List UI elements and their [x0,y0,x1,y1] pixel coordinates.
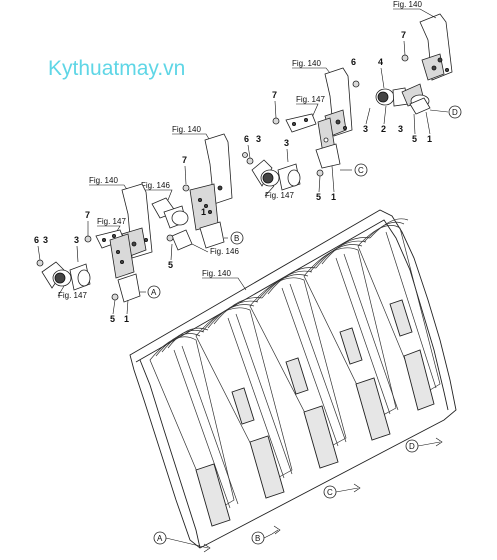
part-num-a-3a: 3 [43,235,48,245]
fig-ref-group-b: Fig. 140 [172,125,201,134]
clamp-b [199,221,225,249]
part-num-d-7: 7 [401,30,406,40]
fig-ref-146-lower: Fig. 146 [210,247,239,256]
fig-ref-upper-mid: Fig. 140 [292,59,321,68]
svg-text:C: C [358,166,364,175]
part-num-d-5: 5 [412,134,417,144]
part-num-d-4: 4 [378,57,383,67]
grate-panels [149,218,441,513]
assembly-group-b: Fig. 140 7 Fig. 146 B 5 [141,125,248,270]
callout-b-group [230,231,244,245]
bearing-housing-a [41,261,91,291]
bracket-plate-d [419,13,453,81]
part-num-a-3b: 3 [74,235,79,245]
assembly-group-c-upper: Fig. 140 7 Fig. 147 5 1 C [272,59,368,202]
main-concave-frame: Fig. 140 [129,209,457,553]
rail-a [109,233,135,279]
part-num-d-2: 2 [381,124,386,134]
part-num-d-3a: 3 [363,124,368,134]
part-num-a-7: 7 [85,210,90,220]
svg-text:B: B [234,234,239,243]
part-num-a-6: 6 [34,235,39,245]
clamp-a [117,273,141,303]
svg-text:B: B [255,534,260,543]
part-num-b-1: 1 [201,207,206,217]
part-num-d-3b: 3 [398,124,403,134]
fig-ref-147-c-lower: Fig. 147 [265,191,294,200]
pivot-bracket-b [166,229,193,251]
bolt-d-6 [352,80,360,88]
clamp-c [315,143,341,169]
callout-c-group [354,163,368,177]
svg-text:C: C [327,488,333,497]
fig-ref-main-frame: Fig. 140 [202,269,231,278]
svg-text:A: A [151,288,157,297]
part-num-d-1: 1 [427,134,432,144]
callout-d-group [448,105,462,119]
svg-text:D: D [452,108,458,117]
callout-a-group [147,285,161,299]
assembly-group-c-lower: 6 3 3 Fig. 147 [244,134,301,200]
assembly-group-d: Fig. 140 7 6 4 3 2 3 5 1 D [351,0,462,144]
lower-slats [195,299,435,527]
svg-text:A: A [157,534,163,543]
bearing-housing-c [251,159,301,191]
bearing-housing-d [375,83,431,115]
part-num-a-1: 1 [124,314,129,324]
part-num-d-6: 6 [351,57,356,67]
svg-text:D: D [409,442,415,451]
part-num-c-3b: 3 [284,138,289,148]
assembly-group-a: Fig. 140 7 Fig. 147 6 3 3 [34,176,161,324]
bracket-plate-b [204,133,248,205]
fig-ref-group-a: Fig. 140 [89,176,118,185]
part-num-c-5: 5 [316,192,321,202]
part-num-c-1: 1 [331,192,336,202]
rail-b [189,183,219,231]
part-num-b-5: 5 [168,260,173,270]
part-num-c-3a: 3 [256,134,261,144]
fig-ref-146-upper: Fig. 146 [141,181,170,190]
part-num-a-5: 5 [110,314,115,324]
link-arm-b [151,197,189,229]
watermark-text: Kythuatmay.vn [48,57,185,80]
fig-ref-top: Fig. 140 [393,0,422,9]
link-plate-c [285,113,317,133]
part-num-b-7: 7 [182,155,187,165]
fig-ref-147-c: Fig. 147 [296,95,325,104]
part-num-c-7: 7 [272,90,277,100]
fig-ref-147-a-lower: Fig. 147 [58,291,87,300]
fig-ref-147-a-upper: Fig. 147 [97,217,126,226]
part-num-c-6: 6 [244,134,249,144]
